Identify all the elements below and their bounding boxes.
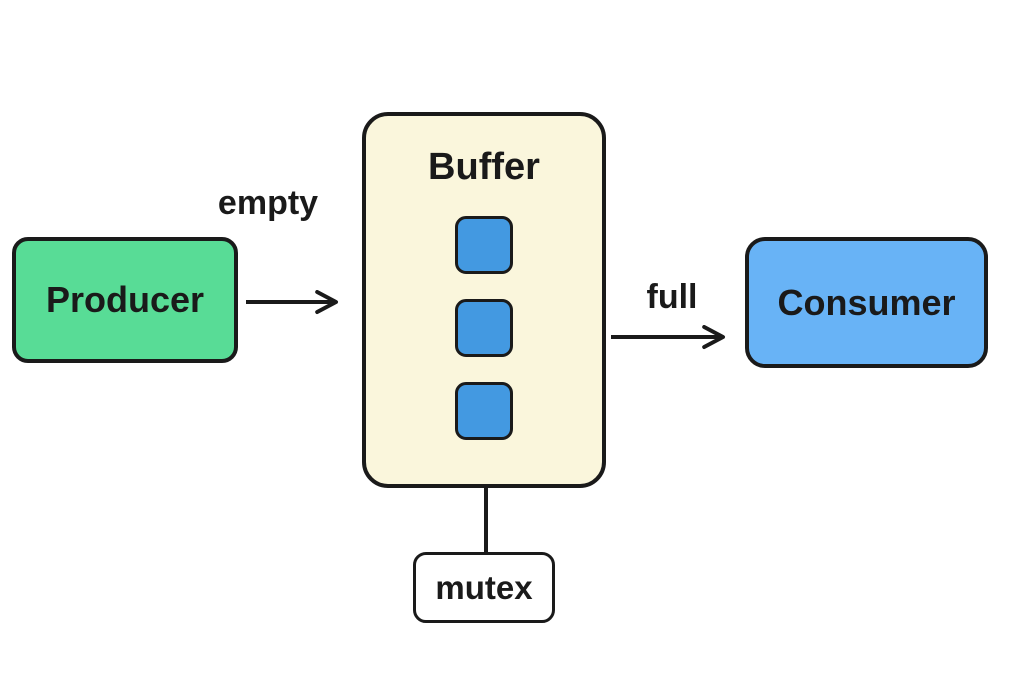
- producer-label: Producer: [45, 279, 205, 320]
- consumer-node: Consumer: [745, 237, 988, 368]
- buffer-slots: [455, 216, 513, 440]
- empty-edge-label: empty: [217, 184, 319, 222]
- buffer-slot: [455, 382, 513, 440]
- buffer-node: Buffer: [362, 112, 606, 488]
- buffer-label: Buffer: [428, 146, 540, 188]
- producer-node: Producer: [12, 237, 238, 363]
- mutex-label: mutex: [435, 568, 533, 606]
- buffer-slot: [455, 216, 513, 274]
- mutex-node: mutex: [413, 552, 555, 623]
- buffer-slot: [455, 299, 513, 357]
- consumer-label: Consumer: [777, 281, 956, 323]
- full-edge-label: full: [646, 278, 698, 316]
